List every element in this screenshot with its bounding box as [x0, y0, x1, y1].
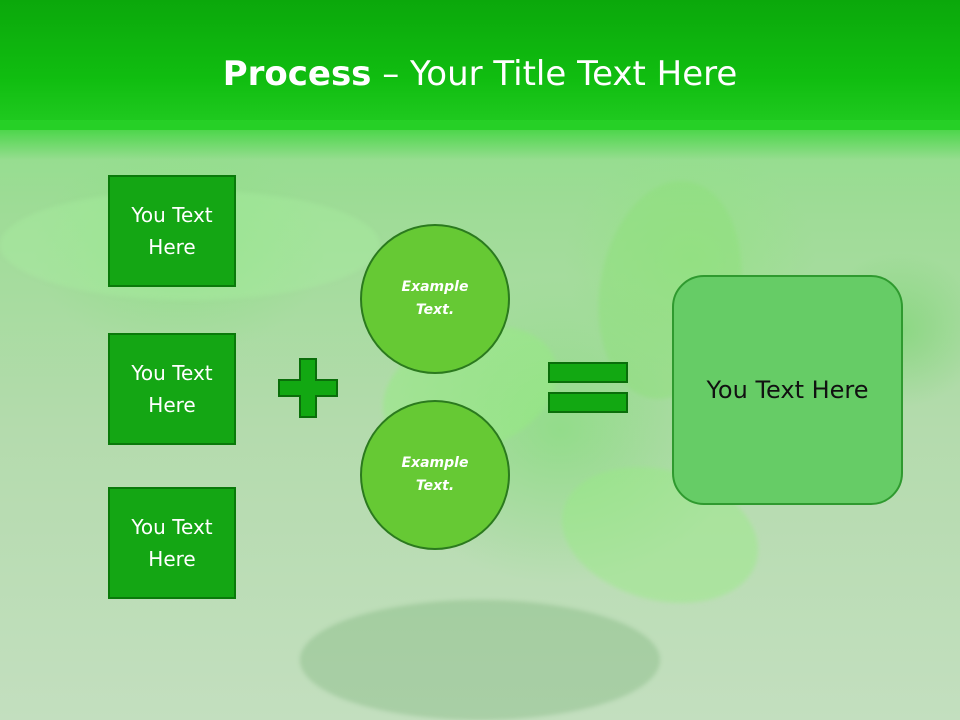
- input-box-3: You Text Here: [108, 487, 236, 599]
- input-box-3-label: You Text Here: [131, 515, 213, 571]
- equals-icon: [548, 362, 628, 413]
- title-rest: – Your Title Text Here: [371, 54, 738, 94]
- input-box-2: You Text Here: [108, 333, 236, 445]
- example-circle-1-label: Example Text.: [401, 279, 469, 318]
- page-title: Process – Your Title Text Here: [0, 50, 960, 98]
- title-bar: [0, 0, 960, 130]
- example-circle-1: Example Text.: [360, 224, 510, 374]
- example-circle-2-label: Example Text.: [401, 455, 469, 494]
- input-box-1-label: You Text Here: [131, 203, 213, 259]
- title-bar-fade: [0, 120, 960, 160]
- input-box-2-label: You Text Here: [131, 361, 213, 417]
- title-bold: Process: [222, 54, 372, 94]
- result-box: You Text Here: [672, 275, 903, 505]
- input-box-1: You Text Here: [108, 175, 236, 287]
- example-circle-2: Example Text.: [360, 400, 510, 550]
- result-box-label: You Text Here: [706, 376, 869, 404]
- plus-icon: [278, 358, 338, 418]
